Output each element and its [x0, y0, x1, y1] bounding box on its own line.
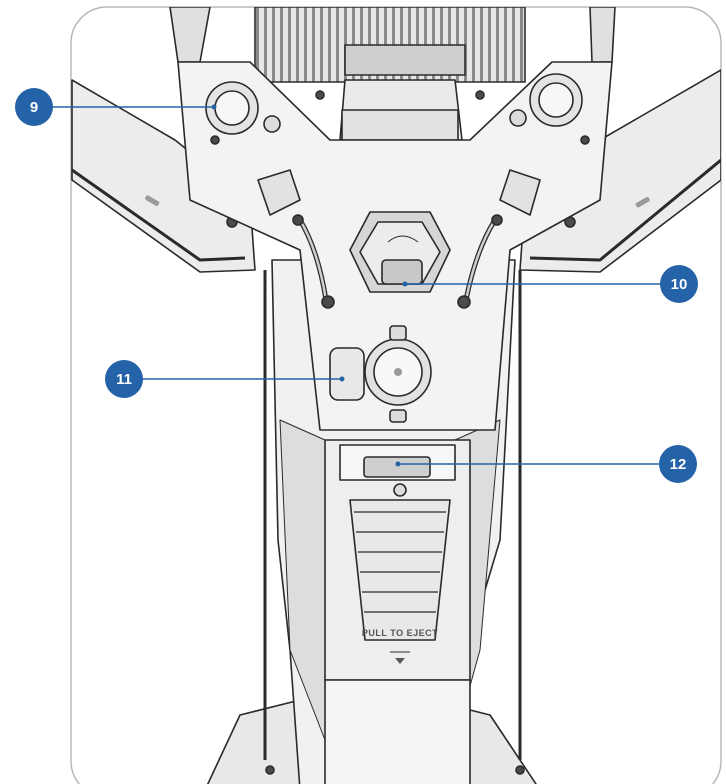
- svg-text:12: 12: [670, 456, 687, 473]
- card-slot-10: [381, 259, 423, 285]
- pull-to-eject-label: PULL TO EJECT: [362, 628, 438, 638]
- bottom-left-leg: [204, 699, 301, 784]
- leader-end-11: [339, 376, 345, 382]
- callout-12: 12: [659, 445, 697, 483]
- release-tab-12: [363, 456, 431, 478]
- svg-text:9: 9: [30, 99, 38, 116]
- svg-text:11: 11: [116, 371, 132, 388]
- side-button-11: [329, 347, 365, 401]
- leader-end-12: [395, 461, 401, 467]
- callout-9: 9: [15, 88, 53, 126]
- leader-end-10: [402, 281, 408, 287]
- left-wing: [71, 79, 256, 273]
- eject-ramp: [349, 499, 451, 641]
- device-body: [71, 7, 721, 784]
- leader-lines: [52, 106, 662, 465]
- leader-end-9: [211, 104, 217, 110]
- callout-10: 10: [660, 265, 698, 303]
- callout-11: 11: [105, 360, 143, 398]
- svg-text:10: 10: [671, 276, 688, 293]
